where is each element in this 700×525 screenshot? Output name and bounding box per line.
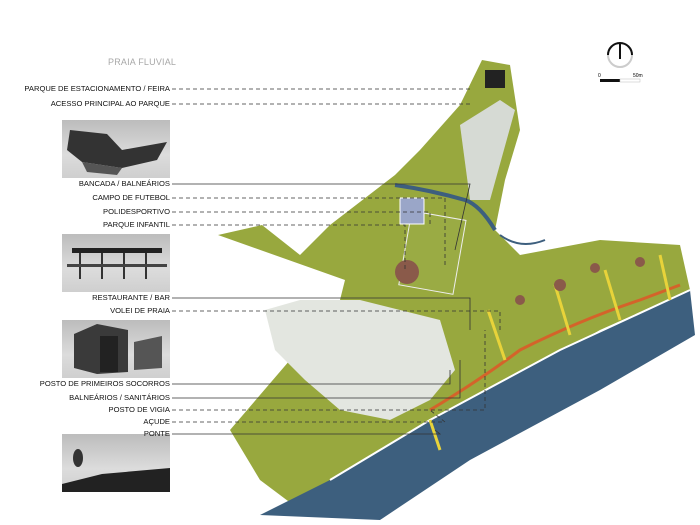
label-1: ACESSO PRINCIPAL AO PARQUE — [50, 99, 170, 108]
label-6: RESTAURANTE / BAR — [92, 293, 170, 302]
label-5: PARQUE INFANTIL — [103, 220, 170, 229]
parking — [460, 100, 515, 200]
park-paths — [265, 300, 455, 420]
leader-line-2 — [172, 183, 471, 251]
label-9: BALNEÁRIOS / SANITÁRIOS — [69, 393, 170, 402]
leader-line-4 — [172, 211, 431, 225]
leader-line-8 — [172, 370, 451, 385]
stream — [394, 183, 497, 232]
render-restaurante — [62, 234, 170, 292]
label-10: POSTO DE VIGIA — [108, 405, 170, 414]
stream-2 — [499, 234, 546, 245]
label-8: POSTO DE PRIMEIROS SOCORROS — [39, 379, 170, 388]
river-edge — [329, 289, 691, 481]
leader-line-10 — [172, 330, 486, 411]
parque-infantil — [395, 260, 419, 284]
label-12: PONTE — [143, 429, 170, 438]
scale-bar — [600, 78, 641, 83]
leader-line-11 — [172, 409, 447, 423]
scale-end: 50m — [633, 73, 643, 79]
leader-line-3 — [172, 197, 446, 265]
leader-line-6 — [172, 297, 471, 330]
label-0: PARQUE DE ESTACIONAMENTO / FEIRA — [24, 84, 170, 93]
leader-lines — [172, 88, 501, 435]
label-7: VOLEI DE PRAIA — [110, 306, 170, 315]
parking-building — [485, 70, 505, 88]
yellow-piers — [428, 254, 672, 451]
render-ponte — [62, 434, 170, 492]
plan-title: PRAIA FLUVIAL — [108, 57, 177, 67]
sports-court — [399, 197, 425, 225]
label-3: CAMPO DE FUTEBOL — [92, 193, 170, 202]
orange-path — [429, 283, 681, 412]
scale-start: 0 — [598, 73, 601, 79]
north-arrow-icon — [607, 42, 633, 68]
label-2: BANCADA / BALNEÁRIOS — [78, 179, 170, 188]
label-11: AÇUDE — [143, 417, 170, 426]
leader-line-12 — [172, 429, 442, 435]
trees — [515, 257, 645, 305]
label-4: POLIDESPORTIVO — [103, 207, 170, 216]
leader-line-9 — [172, 360, 461, 399]
render-bancada — [62, 120, 170, 178]
render-posto-socorros — [62, 320, 170, 378]
river — [260, 290, 695, 520]
leader-line-5 — [172, 224, 406, 272]
